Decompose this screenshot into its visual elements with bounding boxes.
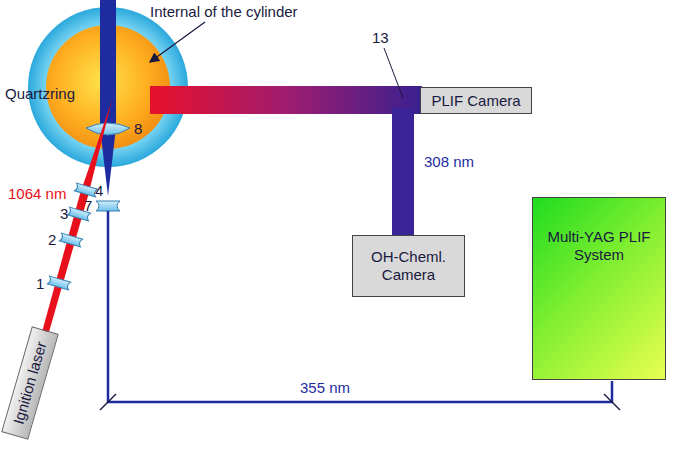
callout-number: 1 <box>36 276 44 293</box>
oh-beam <box>392 108 414 236</box>
wavelength-label: 355 nm <box>300 380 350 397</box>
mirror <box>604 394 620 410</box>
laser-box: Ignition laser <box>1 326 59 439</box>
lens <box>74 183 97 197</box>
pointer-arrow <box>150 22 205 62</box>
part-label: Internal of the cylinder <box>150 4 298 21</box>
ignition-beam <box>42 100 112 332</box>
callout-number: 8 <box>134 121 142 138</box>
lens <box>59 233 82 247</box>
leader-line <box>384 48 403 98</box>
camera-box: PLIF Camera <box>420 87 532 114</box>
part-label: Quartzring <box>5 86 75 103</box>
light-sheet <box>100 0 116 128</box>
lens <box>47 276 70 290</box>
callout-number: 4 <box>95 183 103 200</box>
camera-box: OH-Cheml. Camera <box>352 235 465 297</box>
node-label: Ignition laser <box>9 340 50 427</box>
node-label: Multi-YAG PLIF System <box>544 228 654 264</box>
callout-number: 7 <box>84 198 92 215</box>
callout-number: 13 <box>372 30 389 47</box>
convex-lens <box>86 123 130 135</box>
concave-lens <box>96 201 120 211</box>
detection-beam <box>150 86 422 114</box>
node-label: OH-Cheml. Camera <box>353 248 464 284</box>
node-label: PLIF Camera <box>431 92 520 110</box>
callout-number: 2 <box>48 232 56 249</box>
wavelength-label: 308 nm <box>424 154 474 171</box>
mirror <box>100 394 116 410</box>
laser-system-box: Multi-YAG PLIF System <box>532 197 666 380</box>
callout-number: 3 <box>60 206 68 223</box>
wavelength-label: 1064 nm <box>8 186 66 203</box>
